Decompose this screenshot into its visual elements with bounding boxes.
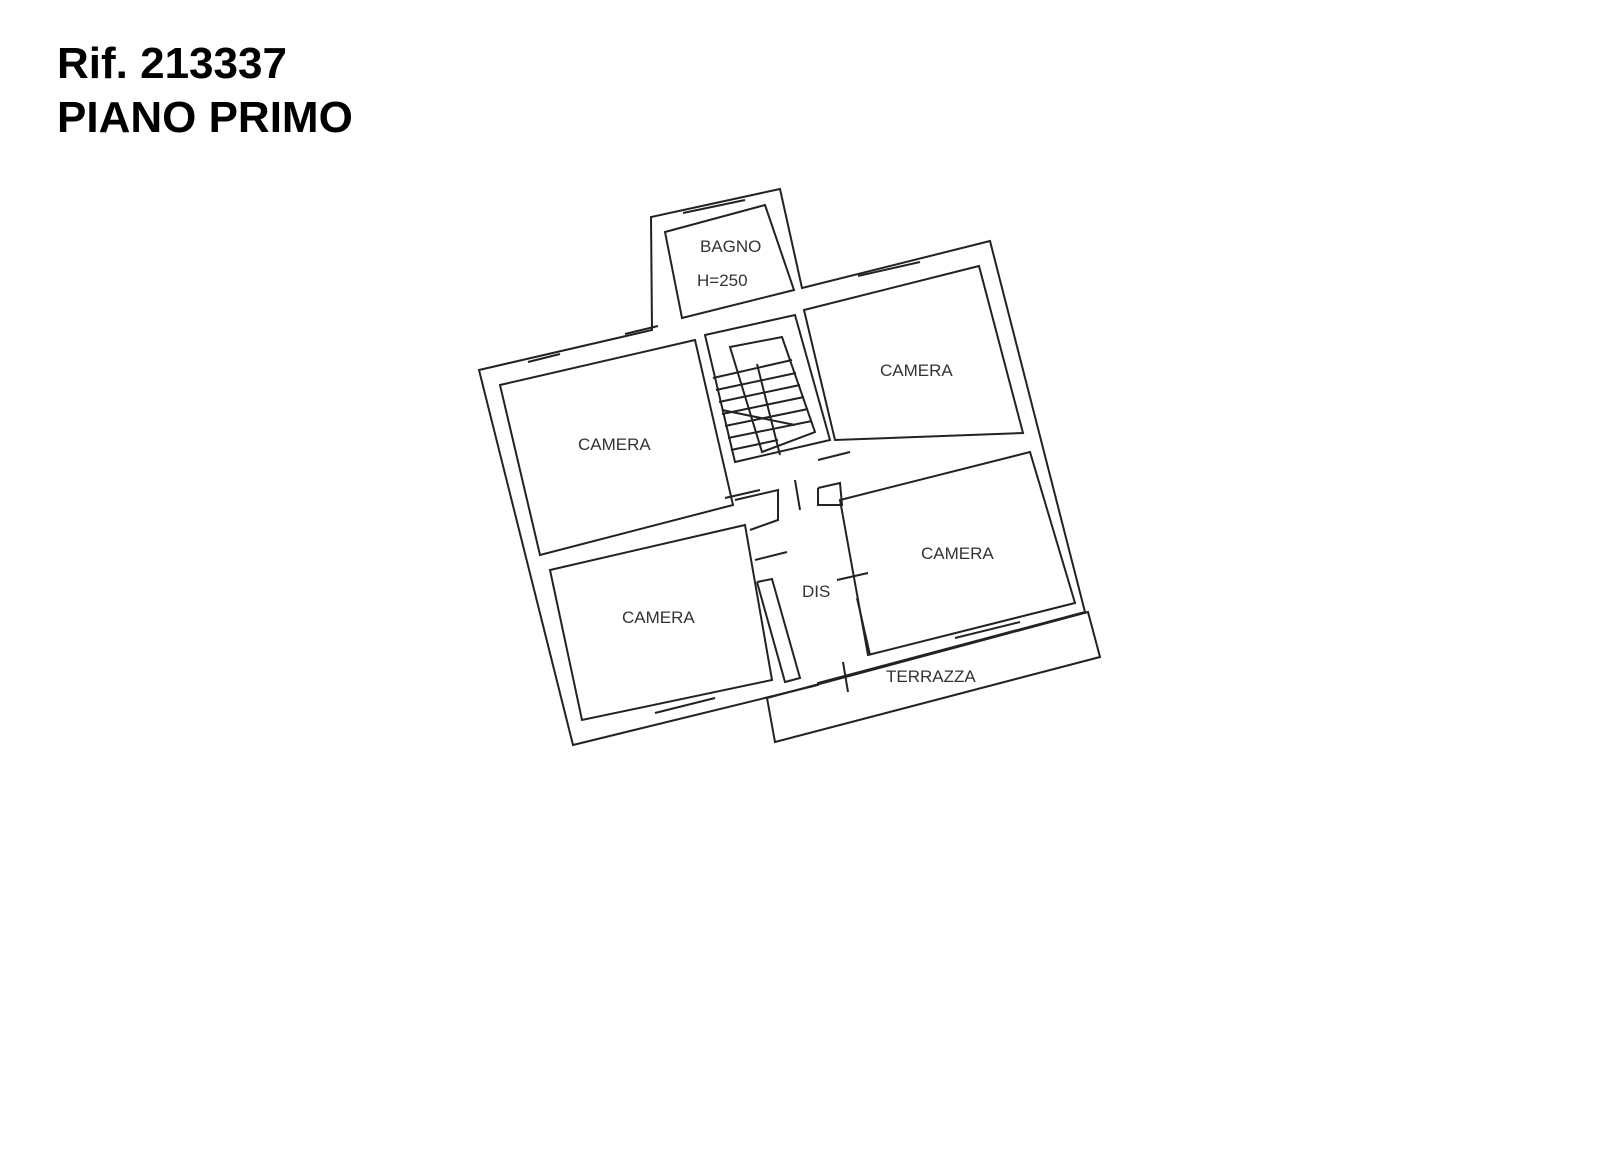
camera-top-left-room [498, 338, 735, 557]
camera-top-right-label: CAMERA [880, 361, 953, 380]
corridor-wall [817, 481, 844, 506]
door-opening [724, 489, 761, 499]
reference-number: Rif. 213337 [57, 39, 287, 88]
camera-bottom-right-label: CAMERA [921, 544, 994, 563]
terrace-outline [765, 610, 1102, 744]
bagno-label: BAGNO [700, 237, 761, 256]
windows [527, 199, 1021, 714]
dis-label: DIS [802, 582, 830, 601]
door-opening [794, 479, 801, 511]
corridor-wall [734, 488, 779, 531]
camera-top-left-label: CAMERA [578, 435, 651, 454]
door-opening [754, 551, 788, 561]
corridor-wall [856, 597, 871, 656]
bagno-height-label: H=250 [697, 271, 748, 290]
terrazza-label: TERRAZZA [886, 667, 976, 686]
door-opening [842, 661, 849, 693]
outer-wall [477, 187, 1087, 747]
camera-bottom-left-room [548, 523, 774, 722]
door-opening [817, 451, 851, 461]
floor-title: PIANO PRIMO [57, 93, 353, 142]
bagno-room [663, 203, 796, 320]
corridor-wall [756, 577, 802, 684]
camera-top-right-room [802, 264, 1025, 442]
camera-bottom-left-label: CAMERA [622, 608, 695, 627]
staircase [703, 313, 832, 464]
door-opening [836, 572, 869, 581]
